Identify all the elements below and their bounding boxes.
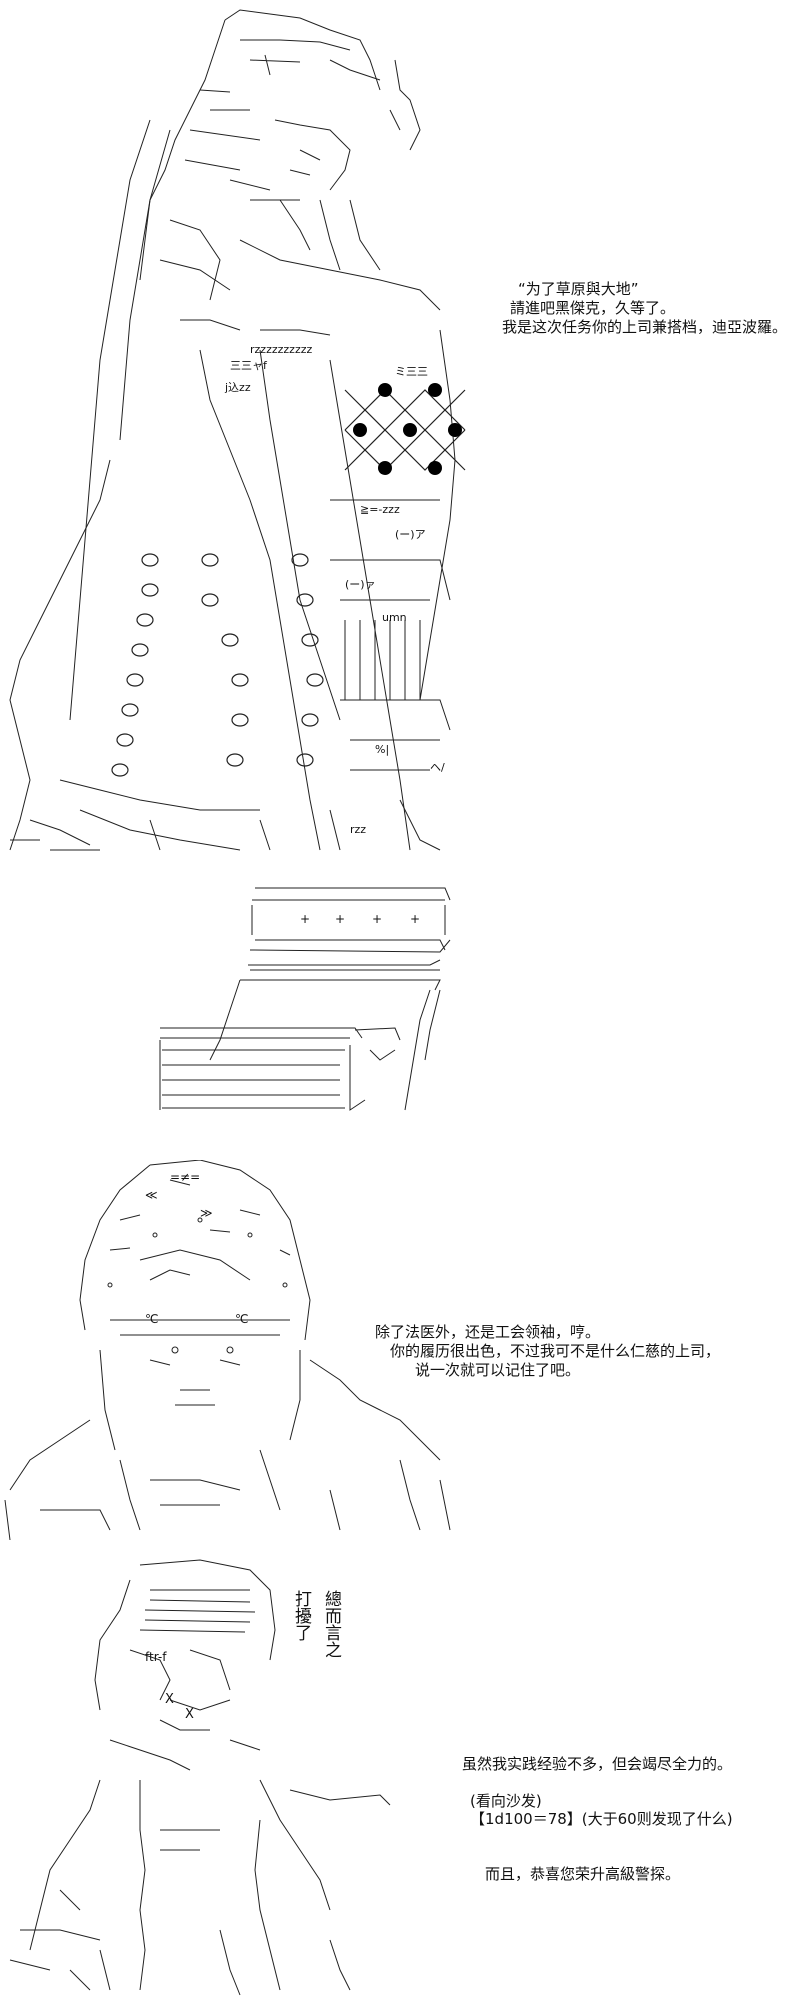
ascii-fragment: + xyxy=(372,912,383,926)
vertical-text-right: 總而言之 xyxy=(321,1590,341,1658)
ascii-fragment: (ー)ア xyxy=(395,528,426,541)
ascii-fragment: 三三ャf xyxy=(230,359,267,372)
panel-3: =≠= ≪ ≫ ℃ ℃ 除了法医外，还是工会领袖，哼。 你的履历很出色，不过我可… xyxy=(0,1160,800,1540)
panel-1: “为了草原與大地” 請進吧黑傑克，久等了。 我是这次任务你的上司兼搭档，迪亞波羅… xyxy=(0,0,800,860)
ascii-art-furniture xyxy=(140,880,460,1120)
ascii-fragment: ≫ xyxy=(200,1206,213,1220)
dialogue-line: 说一次就可以记住了吧。 xyxy=(415,1361,581,1379)
ascii-fragment: rzz xyxy=(350,823,367,836)
ascii-fragment: + xyxy=(410,912,421,926)
ascii-fragment: ミ三三 xyxy=(395,365,428,378)
ascii-fragment: =≠= xyxy=(170,1170,201,1184)
ascii-fragment: ヘ/ xyxy=(430,761,445,774)
dialogue-line: 請進吧黑傑克，久等了。 xyxy=(510,299,676,317)
ascii-fragment: ≧=-zzz xyxy=(360,503,400,516)
ascii-art-figure-1 xyxy=(0,0,480,860)
vertical-text-left: 打擾了 xyxy=(291,1590,311,1641)
dialogue-line: 除了法医外，还是工会领袖，哼。 xyxy=(375,1323,601,1341)
ascii-fragment: %| xyxy=(375,743,390,756)
dialogue-line: 而且，恭喜您荣升高級警探。 xyxy=(485,1865,681,1883)
ascii-fragment: ftr-f xyxy=(145,1650,167,1664)
dialogue-line: 我是这次任务你的上司兼搭档，迪亞波羅。 xyxy=(502,318,788,336)
ascii-fragment: X xyxy=(165,1692,174,1707)
ascii-art-figure-2 xyxy=(0,1160,460,1540)
ascii-fragment: + xyxy=(335,912,346,926)
panel-2: + + + + xyxy=(140,880,460,1120)
dialogue-line: “为了草原與大地” xyxy=(518,280,639,298)
ascii-fragment: ℃ xyxy=(145,1312,159,1326)
dialogue-line: 虽然我实践经验不多，但会竭尽全力的。 xyxy=(462,1755,733,1773)
ascii-fragment: rzzzzzzzzzz xyxy=(250,343,313,356)
dialogue-line: 你的履历很出色，不过我可不是什么仁慈的上司， xyxy=(390,1342,721,1360)
ascii-fragment: + xyxy=(300,912,311,926)
ascii-fragment: (ー)ァ xyxy=(345,578,376,591)
dialogue-line: (看向沙发) xyxy=(470,1792,542,1810)
dialogue-line: 【1d100＝78】(大于60则发现了什么) xyxy=(470,1810,733,1828)
ascii-fragment: j込zz xyxy=(225,381,251,394)
ascii-fragment: X xyxy=(185,1707,194,1722)
ascii-fragment: ≪ xyxy=(145,1188,162,1202)
ascii-art-figure-3 xyxy=(0,1550,420,2000)
panel-4: ftr-f X X 打擾了 總而言之 虽然我实践经验不多，但会竭尽全力的。 (看… xyxy=(0,1550,800,2000)
diamond-pattern-icon xyxy=(340,370,470,480)
ascii-fragment: umn xyxy=(382,611,407,624)
ascii-fragment: ℃ xyxy=(235,1312,249,1326)
